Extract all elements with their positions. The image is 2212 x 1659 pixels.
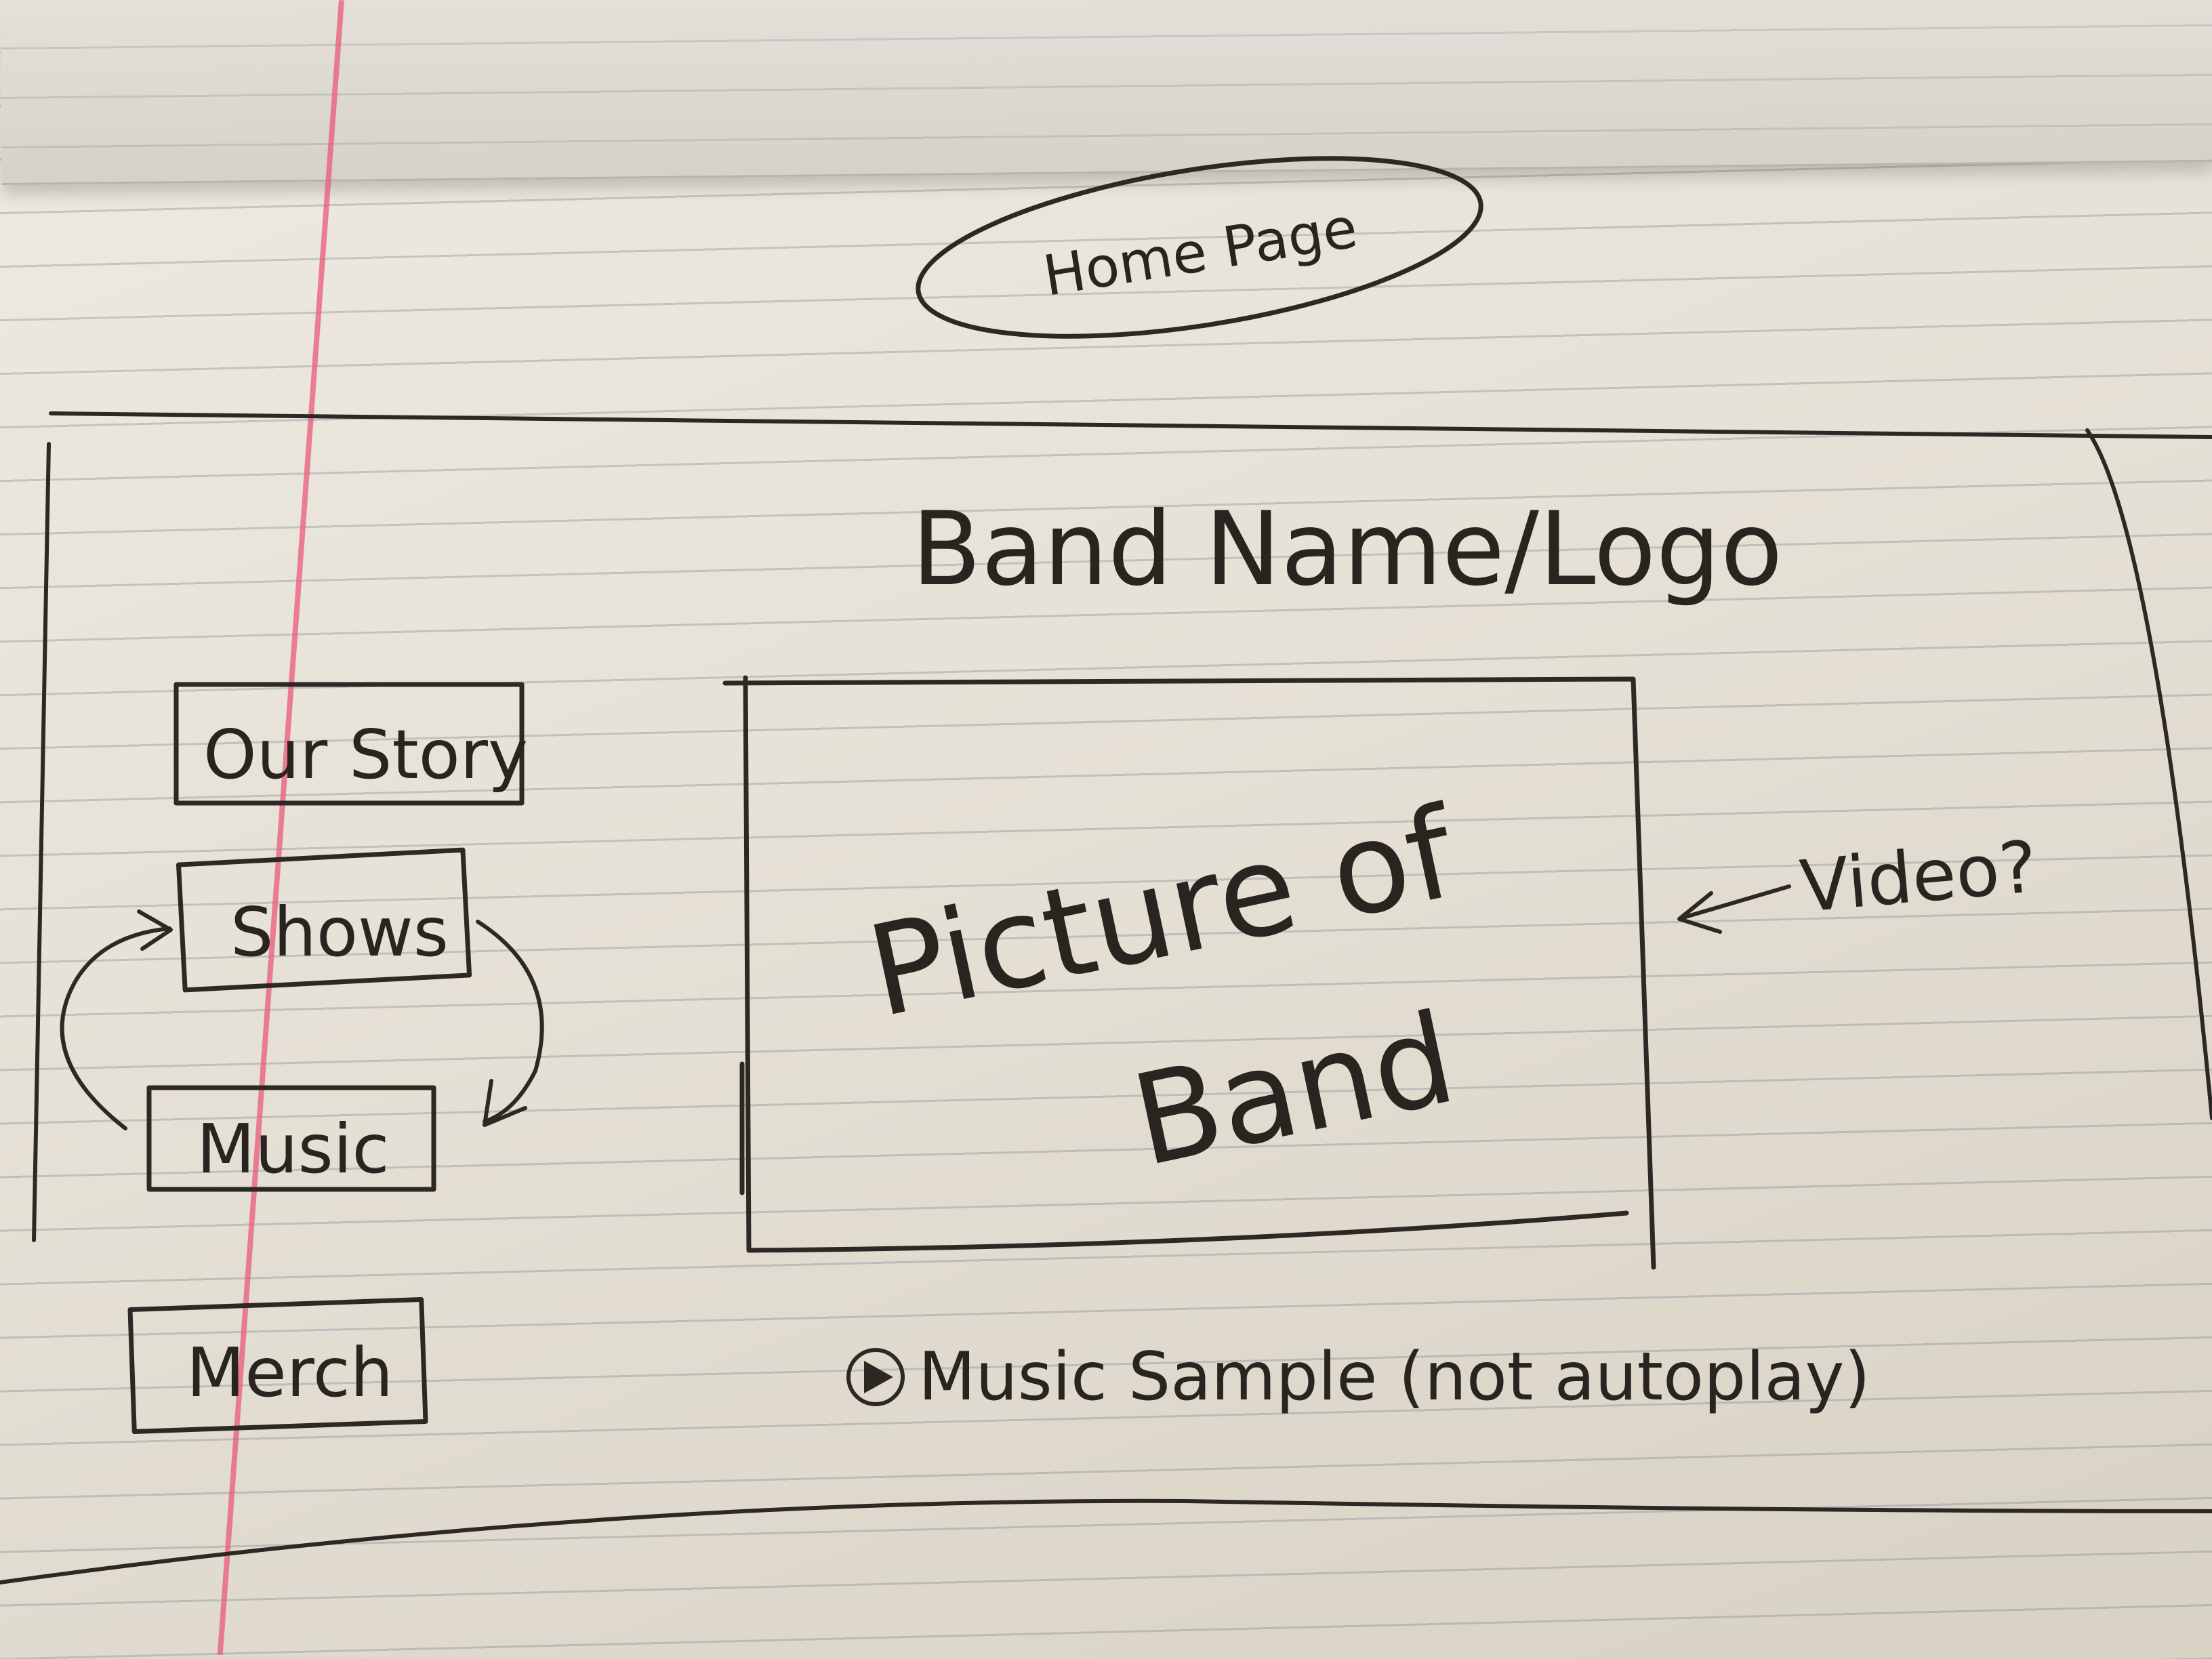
play-triangle-icon	[864, 1361, 893, 1393]
nav-item-merch[interactable]: Merch	[127, 1297, 428, 1434]
nav-item-label: Shows	[230, 893, 449, 972]
nav-item-shows[interactable]: Shows	[176, 847, 472, 993]
video-annotation-text: Video?	[1797, 825, 2041, 928]
picture-caption-line2: Band	[1121, 985, 1466, 1195]
nav-item-our-story[interactable]: Our Story	[173, 682, 528, 806]
nav-item-music[interactable]: Music	[146, 1085, 436, 1192]
video-annotation: Video?	[1677, 825, 2041, 934]
music-sample-label: Music Sample (not autoplay)	[918, 1338, 1870, 1416]
reorder-arrows-icon	[60, 909, 544, 1130]
play-button-icon[interactable]	[846, 1348, 905, 1406]
page-label: Home Page	[916, 156, 1483, 339]
music-sample-player[interactable]: Music Sample (not autoplay)	[846, 1338, 1870, 1416]
nav-item-label: Music	[197, 1109, 390, 1189]
nav-item-label: Merch	[186, 1333, 393, 1412]
band-picture-placeholder[interactable]: Picture of Band	[722, 675, 1656, 1270]
nav-item-label: Our Story	[203, 715, 528, 794]
page-frame	[0, 411, 2212, 1584]
page-label-text: Home Page	[1039, 196, 1361, 309]
band-name-logo[interactable]: Band Name/Logo	[912, 491, 1783, 609]
